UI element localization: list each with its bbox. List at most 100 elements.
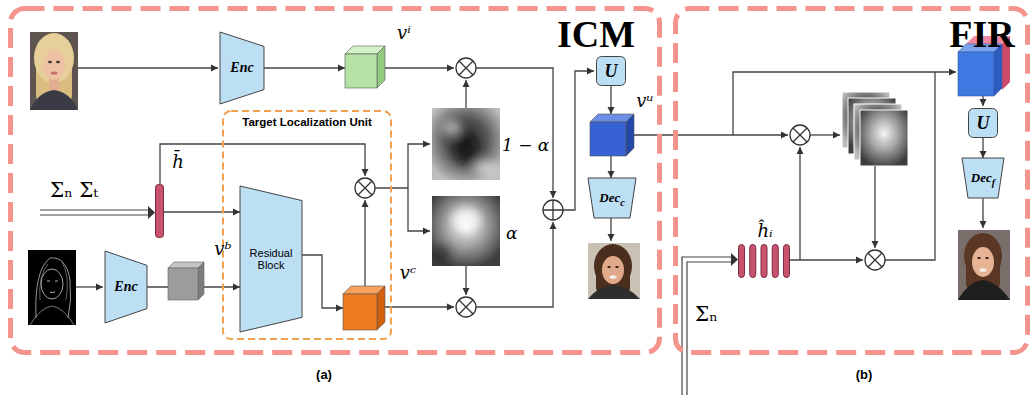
- panel-label-box: (a): [304, 364, 344, 384]
- multiply-operator: [868, 253, 882, 267]
- feature-cube-shape: [590, 114, 634, 156]
- wire: [476, 68, 553, 198]
- text-embedding-bar-shape: [155, 184, 164, 238]
- double-arrow-head: [731, 253, 738, 266]
- double-arrow: [682, 257, 733, 395]
- double-arrow: [687, 262, 733, 395]
- double-arrow-head: [148, 206, 155, 219]
- multiply-operator: [793, 128, 807, 142]
- feature-cube: vᵘ: [590, 114, 634, 156]
- multiply-operator: [865, 250, 885, 270]
- decoder-block: Decc: [588, 178, 636, 218]
- node-label: Residual Block: [246, 247, 296, 271]
- node-label: Dec: [599, 190, 620, 206]
- double-arrow: [40, 210, 733, 395]
- input-face-photo: [34, 33, 74, 83]
- node-text-box: Decf: [962, 158, 1004, 198]
- output-face-photo: [615, 266, 619, 268]
- input-face-photo: [43, 50, 65, 80]
- feature-label: vᵇ: [214, 238, 231, 259]
- feature-cube: [168, 262, 204, 300]
- wire: [790, 259, 863, 260]
- edge-sketch-image: [41, 269, 63, 299]
- feature-cube: [198, 262, 204, 300]
- multiply-operator: [790, 125, 810, 145]
- feature-cube-shape: [345, 46, 385, 88]
- output-face-photo: [609, 275, 616, 279]
- input-face-photo: [56, 61, 60, 63]
- node-text-box: Residual Block: [246, 226, 296, 292]
- attention-map: [432, 245, 450, 265]
- add-operator: [543, 200, 563, 220]
- attention-map: [432, 108, 500, 180]
- output-face-photo: [985, 257, 989, 259]
- output-face-photo: [958, 230, 1010, 300]
- connector-arrow: [264, 67, 345, 68]
- encoder-block: Enc: [220, 32, 264, 104]
- loss-symbol: Σₙ: [695, 302, 718, 326]
- attention-map-stack: [860, 110, 908, 166]
- decoder-block: Decf: [962, 158, 1004, 198]
- node-label: Enc: [230, 60, 253, 76]
- node-label: Dec: [971, 170, 992, 186]
- multiply-operator: [358, 181, 372, 195]
- connector-arrow: [610, 86, 611, 114]
- wire: [982, 198, 983, 228]
- wire: [160, 144, 365, 184]
- wire: [810, 134, 840, 135]
- wire: [385, 306, 454, 307]
- edge-sketch-image: [36, 258, 71, 318]
- wire: [799, 147, 800, 260]
- loss-symbol-box: Σₙ Σₜ: [50, 176, 120, 204]
- text-embedding-bar: h̄: [155, 184, 164, 238]
- wire: [610, 218, 611, 241]
- multiply-operator: [456, 58, 476, 78]
- panel-label: (a): [316, 367, 332, 382]
- wire: [375, 144, 430, 188]
- multiply-operator: [355, 58, 885, 317]
- wire: [76, 286, 103, 287]
- node-text-box: Decc: [588, 178, 636, 218]
- encoder-block: Enc: [105, 251, 147, 323]
- node-text-box: U: [968, 108, 998, 138]
- module-region: EncvⁱResidual BlockvᶜTarget Localization…: [8, 6, 662, 355]
- node-text-box: Target Localization Unit: [222, 113, 392, 131]
- wire: [76, 68, 983, 307]
- edge-sketch-image: [28, 250, 76, 325]
- node-label: vᵘ: [636, 90, 653, 111]
- attention-map: [474, 160, 498, 176]
- attention-map: [430, 196, 500, 266]
- wire: [885, 72, 935, 260]
- output-face-photo: [972, 247, 994, 277]
- subscript: c: [620, 197, 624, 208]
- weight-label: α: [506, 223, 517, 243]
- double-arrow-head: [148, 206, 738, 266]
- edge-sketch-image: [47, 281, 58, 293]
- wire: [982, 96, 983, 106]
- node-label: vᶜ: [400, 262, 417, 283]
- attention-map: [452, 208, 480, 232]
- feature-cube-shape: [343, 286, 385, 330]
- add-operator: [543, 200, 563, 220]
- node-label: U: [977, 113, 990, 134]
- attention-map: [432, 108, 500, 180]
- input-face-photo: [51, 72, 58, 75]
- word-embedding-bars: ĥᵢ: [738, 244, 790, 278]
- edge-label-box: vᵇ: [208, 236, 238, 260]
- wire: [733, 134, 788, 135]
- output-face-photo: [602, 256, 624, 284]
- word-embedding-bars-shape: [738, 244, 790, 278]
- double-arrow: [40, 214, 150, 215]
- module-region: ĥᵢUDecfFIR: [673, 6, 1030, 355]
- node-text-box: vᵘ: [634, 88, 656, 112]
- feature-cube: vᶜ: [343, 286, 385, 330]
- output-face-photo: [588, 243, 640, 299]
- node-text-box: vᶜ: [395, 260, 421, 284]
- edge-sketch-image: [40, 262, 68, 300]
- panel-label-box: (b): [844, 364, 884, 384]
- node-text-box: ICM: [536, 10, 656, 58]
- attention-map: [442, 120, 462, 136]
